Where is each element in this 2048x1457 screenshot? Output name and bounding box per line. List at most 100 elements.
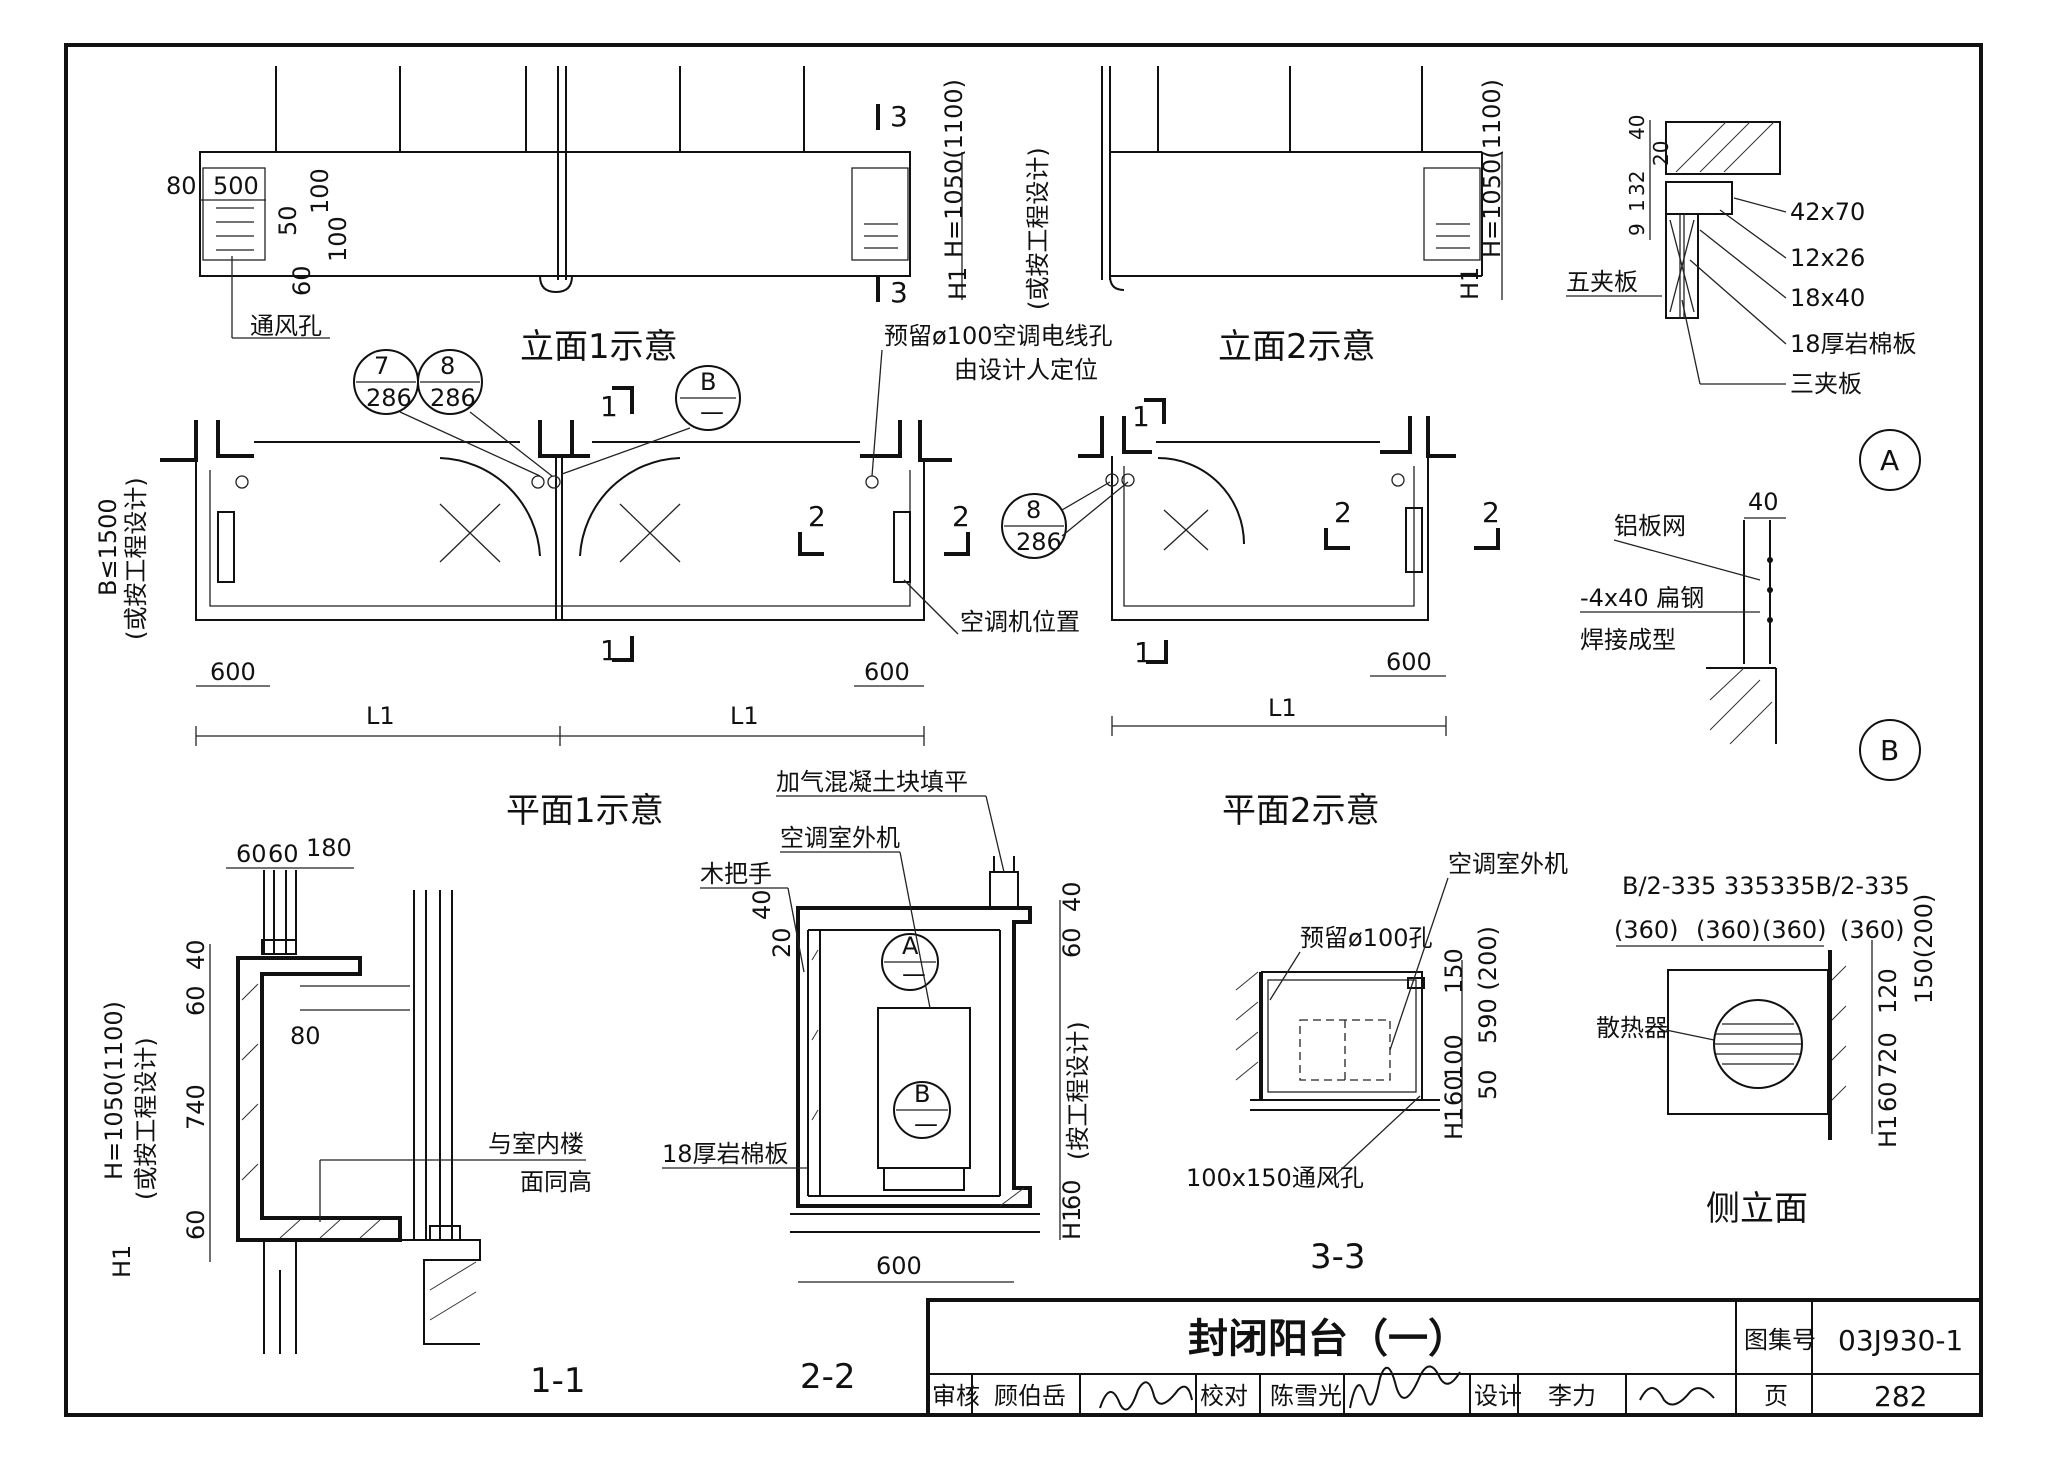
- elev2-h1: H1: [1456, 267, 1484, 300]
- plan2-mark-2-left: 2: [1334, 496, 1352, 529]
- side-paren-3: (360): [1762, 916, 1827, 944]
- elev1-dim-100a: 100: [306, 168, 334, 214]
- plan1-refb-bottom: —: [700, 398, 724, 426]
- s22-h1: H1: [1058, 1207, 1086, 1240]
- s33-dim-150: 150: [1440, 948, 1468, 994]
- plan1-depth-note: B≤1500: [94, 498, 122, 596]
- s33-dim-590: 590 (200): [1474, 926, 1502, 1044]
- designer-name: 李力: [1548, 1382, 1596, 1410]
- s11-dim-740: 740: [182, 1084, 210, 1130]
- title-block-title: 封闭阳台（一）: [1188, 1316, 1468, 1362]
- elev2-height-note: H=1050(1100): [1478, 79, 1506, 258]
- checker-signature: [1349, 1365, 1461, 1409]
- plan1-refb-top: B: [700, 368, 716, 396]
- s33-h1: H1: [1440, 1107, 1468, 1140]
- s22-dim-60b: 60: [1058, 1179, 1086, 1210]
- section-1-1: 60 60 180 40 60 80 740 60 H=1050(1100) (…: [100, 834, 592, 1401]
- s11-dim-60b: 60: [268, 840, 299, 868]
- review-label: 审核: [932, 1382, 980, 1410]
- detail-a-id: A: [1880, 444, 1899, 477]
- check-label: 校对: [1200, 1382, 1248, 1410]
- plan1-ref8-top: 8: [440, 352, 455, 380]
- elev1-dim-60: 60: [288, 265, 316, 296]
- plan2-ref-top: 8: [1026, 496, 1041, 524]
- detail-a-plywood3: 三夹板: [1790, 370, 1862, 398]
- page-no: 282: [1874, 1380, 1927, 1413]
- plan1-ref7-bottom: 286: [366, 384, 412, 412]
- vent-label: 通风孔: [250, 312, 322, 340]
- plan-1: 7 286 8 286 B — 预留ø100空调电线孔 由设计人定位 空调机位置…: [94, 322, 1113, 831]
- s22-dim-40a: 40: [748, 889, 776, 920]
- detail-a-dim-1: 1: [1625, 199, 1649, 212]
- detail-a-plywood5: 五夹板: [1566, 268, 1638, 296]
- elevation-1: 80 500 100 50 60 100 通风孔 3 3 H=1050(1100…: [166, 66, 1052, 367]
- side-elevation: B/2-335 335335B/2-335 (360) (360) (360) …: [1596, 872, 1938, 1229]
- section-3-3-title: 3-3: [1310, 1237, 1366, 1277]
- s22-label-ac: 空调室外机: [780, 824, 900, 852]
- plan2-ref-bottom: 286: [1016, 528, 1062, 556]
- side-dim-720: 720: [1874, 1032, 1902, 1078]
- side-paren-1: (360): [1614, 916, 1679, 944]
- detail-a-12x26: 12x26: [1790, 244, 1865, 272]
- plan1-dim-600-right: 600: [864, 658, 910, 686]
- title-block: 封闭阳台（一） 图集号 03J930-1 页 282 审核 顾伯岳 校对 陈雪光…: [926, 1298, 1983, 1417]
- s22-dim-600: 600: [876, 1252, 922, 1280]
- plan1-mark-1-top: 1: [600, 390, 618, 423]
- side-h1: H1: [1874, 1115, 1902, 1148]
- detail-a-dim-9: 9: [1625, 223, 1649, 236]
- reviewer-name: 顾伯岳: [994, 1382, 1066, 1410]
- s33-label-vent: 100x150通风孔: [1186, 1164, 1364, 1192]
- section-2-2: A — B — 加气混凝土块填平 空调室外机 木把手 18厚岩棉板 40 20 …: [662, 768, 1092, 1397]
- s22-refb-bottom: —: [914, 1110, 938, 1138]
- s11-dim-60d: 60: [182, 1209, 210, 1240]
- s22-dim-40b: 40: [1058, 881, 1086, 912]
- s22-label-fill: 加气混凝土块填平: [776, 768, 968, 796]
- detail-a-dim-20: 20: [1649, 141, 1673, 166]
- s11-dim-60c: 60: [182, 985, 210, 1016]
- plan-2-title: 平面2示意: [1222, 791, 1380, 831]
- s11-height-note: H=1050(1100): [100, 1001, 128, 1180]
- elev1-design-note: (或按工程设计): [1024, 147, 1052, 310]
- detail-b-dim-40: 40: [1748, 488, 1779, 516]
- side-paren-2: (360): [1696, 916, 1761, 944]
- plan-2: 8 286 1 1 2 2 600 L1 平面2示意: [1001, 398, 1500, 831]
- plan1-mark-2-right: 2: [952, 500, 970, 533]
- s33-dim-100: 100: [1440, 1034, 1468, 1080]
- s22-refa-bottom: —: [902, 960, 926, 988]
- plan-1-title: 平面1示意: [506, 791, 664, 831]
- s33-label-hole: 预留ø100孔: [1300, 924, 1433, 952]
- s11-dim-40: 40: [182, 939, 210, 970]
- s22-dim-60a: 60: [1058, 927, 1086, 958]
- section-3-3: 预留ø100孔 空调室外机 100x150通风孔 150 590 (200) 1…: [1186, 850, 1568, 1277]
- plan1-dim-600-left: 600: [210, 658, 256, 686]
- detail-b-id: B: [1880, 734, 1899, 767]
- plan1-hole-note-1: 预留ø100空调电线孔: [884, 322, 1113, 350]
- plan2-dim-600: 600: [1386, 648, 1432, 676]
- section-mark-3-bottom: 3: [890, 276, 908, 309]
- plan1-ac-position: 空调机位置: [960, 608, 1080, 636]
- side-paren-4: (360): [1840, 916, 1905, 944]
- reviewer-signature: [1099, 1381, 1193, 1411]
- detail-a-marker: [1859, 429, 1921, 491]
- elevation-2: H=1050(1100) H1 立面2示意: [1101, 66, 1506, 367]
- side-elevation-title: 侧立面: [1706, 1189, 1808, 1229]
- plan2-mark-1-bottom: 1: [1134, 636, 1152, 669]
- s11-dim-80: 80: [290, 1022, 321, 1050]
- detail-a-42x70: 42x70: [1790, 198, 1865, 226]
- section-2-2-title: 2-2: [800, 1357, 856, 1397]
- detail-b-welded: 焊接成型: [1580, 626, 1676, 654]
- elevation-1-title: 立面1示意: [520, 327, 678, 367]
- s22-dim-20: 20: [768, 927, 796, 958]
- detail-a-dim-32: 32: [1625, 171, 1649, 196]
- s11-h1: H1: [108, 1245, 136, 1278]
- s11-floor-note-2: 面同高: [520, 1168, 592, 1196]
- detail-b-marker: [1859, 719, 1921, 781]
- plan1-dim-l1-left: L1: [366, 702, 395, 730]
- elev1-height-note: H=1050(1100): [940, 79, 968, 258]
- side-dim-150: 150(200): [1910, 894, 1938, 1004]
- elev1-dim-80: 80: [166, 172, 197, 200]
- designer-signature: [1639, 1387, 1715, 1406]
- detail-b-mesh: 铝板网: [1614, 512, 1686, 540]
- atlas-label: 图集号: [1744, 1326, 1816, 1354]
- plan2-mark-1-top: 1: [1132, 400, 1150, 433]
